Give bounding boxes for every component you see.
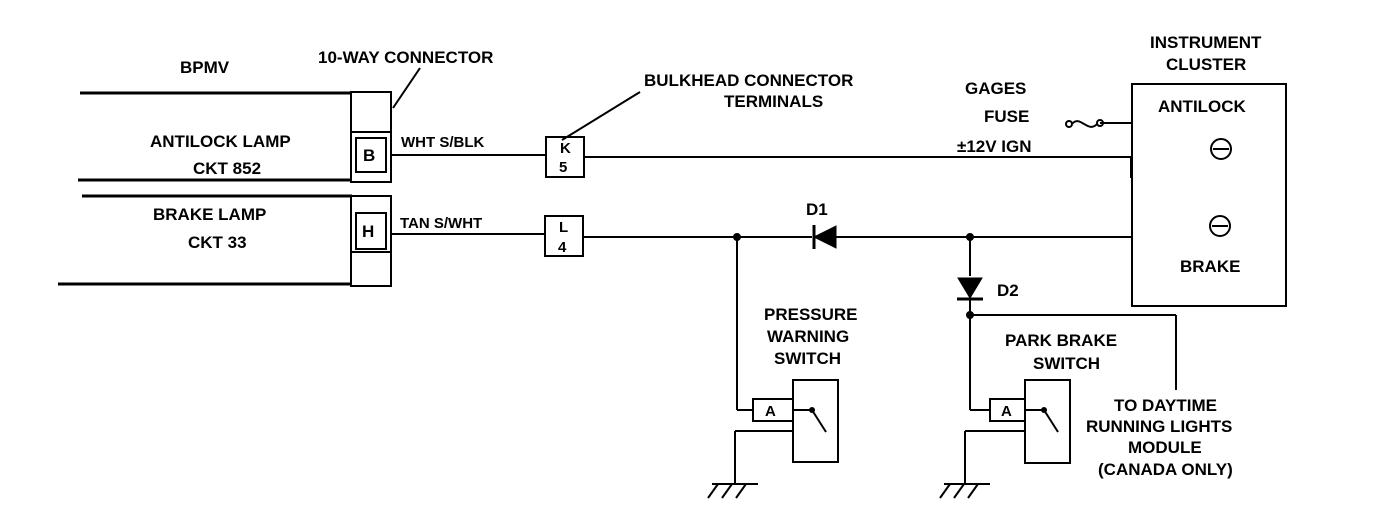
bpmv-module bbox=[58, 91, 352, 286]
pressure-label-line2: WARNING bbox=[767, 327, 849, 346]
pin-h-label: H bbox=[362, 222, 374, 241]
ground-symbol-park bbox=[939, 483, 990, 499]
bulkhead-label-line2: TERMINALS bbox=[724, 92, 823, 111]
park-brake-switch bbox=[989, 379, 1071, 464]
ckt-33-label: CKT 33 bbox=[188, 233, 247, 252]
bulkhead-terminal-l4 bbox=[544, 215, 584, 257]
bulkhead-terminal-k5 bbox=[545, 136, 585, 178]
park-pin-a-label: A bbox=[1001, 403, 1012, 420]
splice-pressure bbox=[733, 233, 741, 241]
ground-symbol-pressure bbox=[707, 483, 758, 499]
wire-wht-label: WHT S/BLK bbox=[401, 134, 484, 151]
drl-label-line1: TO DAYTIME bbox=[1114, 396, 1217, 415]
ckt-852-label: CKT 852 bbox=[193, 159, 261, 178]
diode-d1-icon bbox=[812, 225, 837, 249]
ten-way-connector-label: 10-WAY CONNECTOR bbox=[318, 48, 493, 67]
terminal-l-label: L bbox=[559, 219, 568, 236]
wire-tan-label: TAN S/WHT bbox=[400, 215, 482, 232]
park-label-line1: PARK BRAKE bbox=[1005, 331, 1117, 350]
pressure-label-line3: SWITCH bbox=[774, 349, 841, 368]
brake-bulb-icon bbox=[1209, 215, 1231, 237]
pressure-pin-a-label: A bbox=[765, 403, 776, 420]
bulkhead-label-line1: BULKHEAD CONNECTOR bbox=[644, 71, 853, 90]
d2-label: D2 bbox=[997, 281, 1019, 300]
diode-d2-icon bbox=[957, 277, 983, 301]
terminal-4-label: 4 bbox=[558, 239, 567, 256]
splice-d2 bbox=[966, 233, 974, 241]
pressure-label-line1: PRESSURE bbox=[764, 305, 858, 324]
instrument-label-line2: CLUSTER bbox=[1166, 55, 1246, 74]
bulkhead-leader-line bbox=[561, 91, 641, 141]
gages-label: GAGES bbox=[965, 79, 1026, 98]
drl-label-line4: (CANADA ONLY) bbox=[1098, 460, 1233, 479]
park-label-line2: SWITCH bbox=[1033, 354, 1100, 373]
d1-label: D1 bbox=[806, 200, 828, 219]
fuse-symbol bbox=[1065, 119, 1104, 128]
pressure-warning-switch bbox=[752, 379, 839, 463]
bpmv-label: BPMV bbox=[180, 58, 230, 77]
fuse-label: FUSE bbox=[984, 107, 1029, 126]
ten-way-connector bbox=[350, 91, 392, 287]
terminal-k-label: K bbox=[560, 140, 571, 157]
instrument-cluster-box bbox=[1131, 83, 1287, 307]
drl-label-line2: RUNNING LIGHTS bbox=[1086, 417, 1232, 436]
ten-way-leader-line bbox=[392, 67, 421, 109]
antilock-bulb-icon bbox=[1210, 138, 1232, 160]
brake-indicator-label: BRAKE bbox=[1180, 257, 1240, 276]
terminal-5-label: 5 bbox=[559, 159, 567, 176]
drl-label-line3: MODULE bbox=[1128, 438, 1202, 457]
pin-b-label: B bbox=[363, 146, 375, 165]
brake-lamp-label: BRAKE LAMP bbox=[153, 205, 266, 224]
instrument-label-line1: INSTRUMENT bbox=[1150, 33, 1262, 52]
antilock-lamp-label: ANTILOCK LAMP bbox=[150, 132, 291, 151]
antilock-indicator-label: ANTILOCK bbox=[1158, 97, 1247, 116]
ign-label: ±12V IGN bbox=[957, 137, 1032, 156]
splice-park bbox=[966, 311, 974, 319]
